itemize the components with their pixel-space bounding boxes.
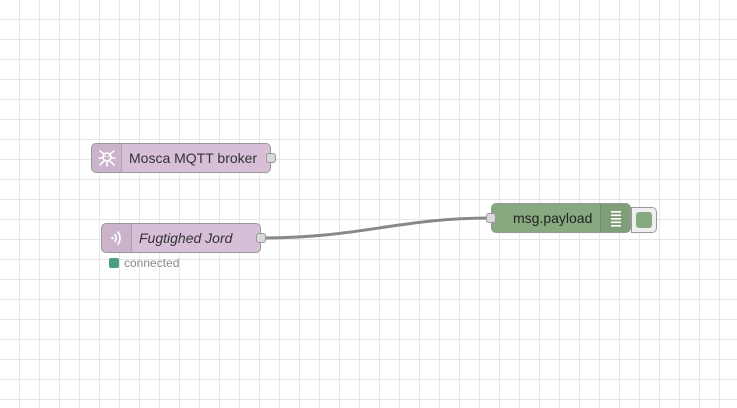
debug-list-icon (600, 204, 630, 232)
output-port[interactable] (256, 233, 266, 243)
mqtt-in-node[interactable]: Fugtighed Jord (101, 223, 266, 253)
mosca-bug-icon (92, 144, 122, 172)
node-label: Fugtighed Jord (139, 230, 233, 246)
node-label: Mosca MQTT broker (129, 150, 258, 166)
status-dot-icon (109, 258, 119, 268)
mosca-broker-node[interactable]: Mosca MQTT broker (91, 143, 276, 173)
status-text: connected (124, 256, 180, 270)
node-label: msg.payload (513, 210, 593, 226)
input-port[interactable] (486, 213, 496, 223)
debug-toggle-indicator (636, 212, 652, 228)
node-status: connected (109, 256, 179, 270)
output-port[interactable] (266, 153, 276, 163)
debug-toggle-button[interactable] (631, 207, 657, 233)
mqtt-radio-icon (102, 224, 132, 252)
wire-mqtt-to-debug[interactable] (261, 216, 491, 240)
debug-node[interactable]: msg.payload (486, 203, 631, 233)
